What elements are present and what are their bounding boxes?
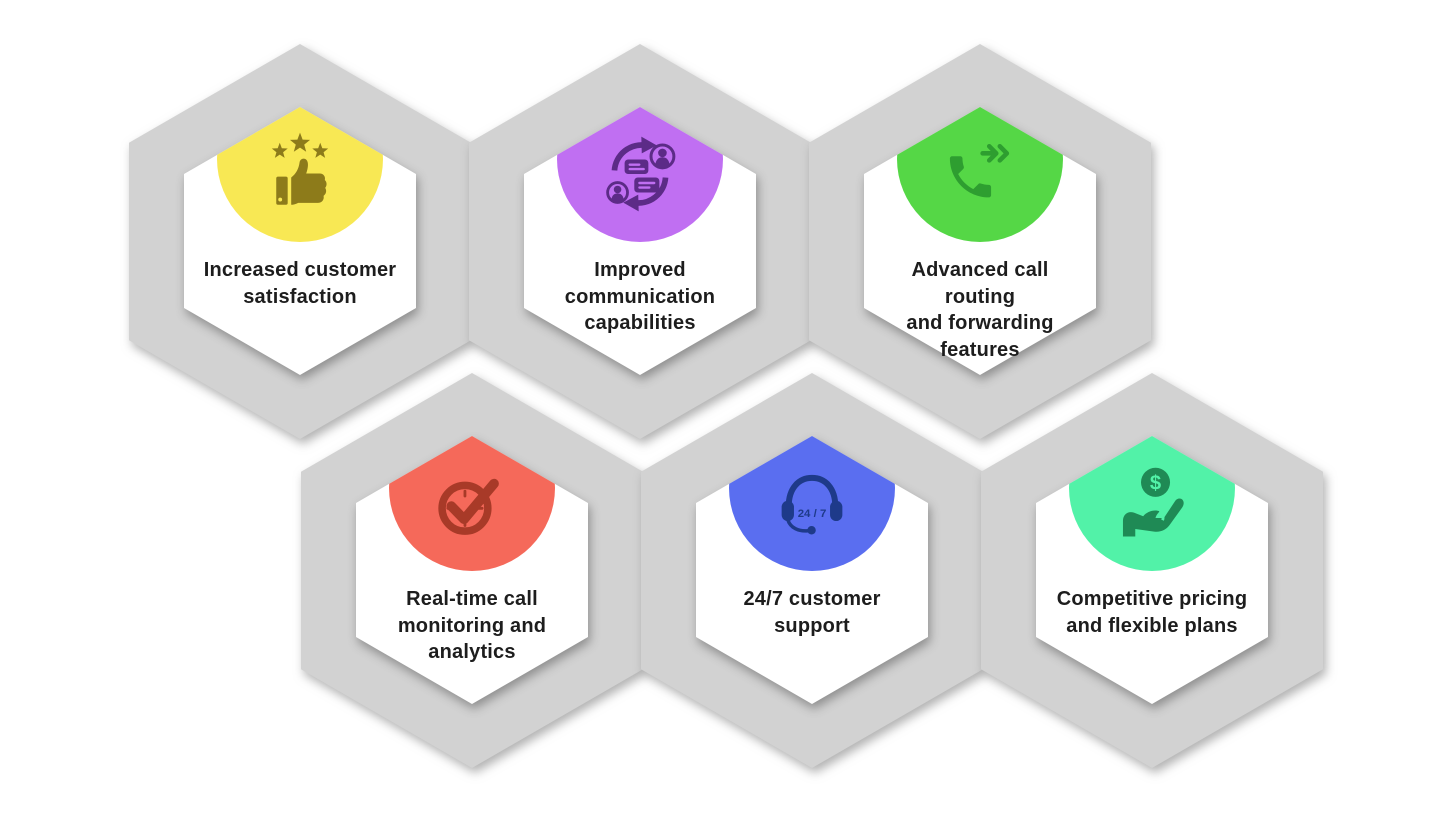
benefit-card-3: Advanced call routing and forwarding fea… bbox=[809, 44, 1151, 439]
benefit-label: Real-time call monitoring and analytics bbox=[366, 586, 578, 666]
label-line: and flexible plans bbox=[1066, 614, 1238, 637]
headset-24-7-icon: 24 / 7 bbox=[768, 459, 856, 547]
label-line: monitoring and bbox=[397, 614, 547, 637]
benefit-card-4: Real-time call monitoring and analytics bbox=[301, 373, 643, 768]
phone-forward-icon bbox=[936, 130, 1024, 218]
label-line: support bbox=[774, 614, 850, 637]
benefit-card-6: $ Competitive pricing and flexible plans bbox=[981, 373, 1323, 768]
icon-text-24-7: 24 / 7 bbox=[798, 508, 827, 520]
label-line: communication bbox=[564, 285, 716, 308]
benefit-card-2: Improved communication capabilities bbox=[469, 44, 811, 439]
label-line: Improved bbox=[594, 259, 686, 281]
icon-text-dollar: $ bbox=[1150, 472, 1161, 494]
benefit-label: Advanced call routing and forwarding fea… bbox=[874, 257, 1086, 363]
benefit-label: Improved communication capabilities bbox=[534, 257, 746, 337]
label-line: Increased customer bbox=[203, 259, 397, 281]
clock-checkmark-icon bbox=[428, 459, 516, 547]
label-line: features bbox=[940, 338, 1020, 361]
benefit-label: 24/7 customer support bbox=[706, 586, 918, 639]
hand-dollar-icon: $ bbox=[1108, 459, 1196, 547]
label-line: 24/7 customer bbox=[743, 588, 881, 610]
label-line: satisfaction bbox=[243, 285, 357, 308]
benefit-card-5: 24 / 7 24/7 customer support bbox=[641, 373, 983, 768]
label-line: and forwarding bbox=[906, 312, 1054, 334]
label-line: analytics bbox=[428, 641, 516, 663]
stars-thumbs-up-icon bbox=[256, 130, 344, 218]
label-line: Real-time call bbox=[406, 588, 538, 610]
benefit-card-1: Increased customer satisfaction bbox=[129, 44, 471, 439]
benefit-label: Competitive pricing and flexible plans bbox=[1046, 586, 1258, 639]
label-line: Competitive pricing bbox=[1056, 588, 1248, 610]
benefit-label: Increased customer satisfaction bbox=[194, 257, 406, 310]
label-line: Advanced call routing bbox=[911, 259, 1049, 308]
communication-exchange-icon bbox=[596, 130, 684, 218]
label-line: capabilities bbox=[584, 312, 696, 334]
